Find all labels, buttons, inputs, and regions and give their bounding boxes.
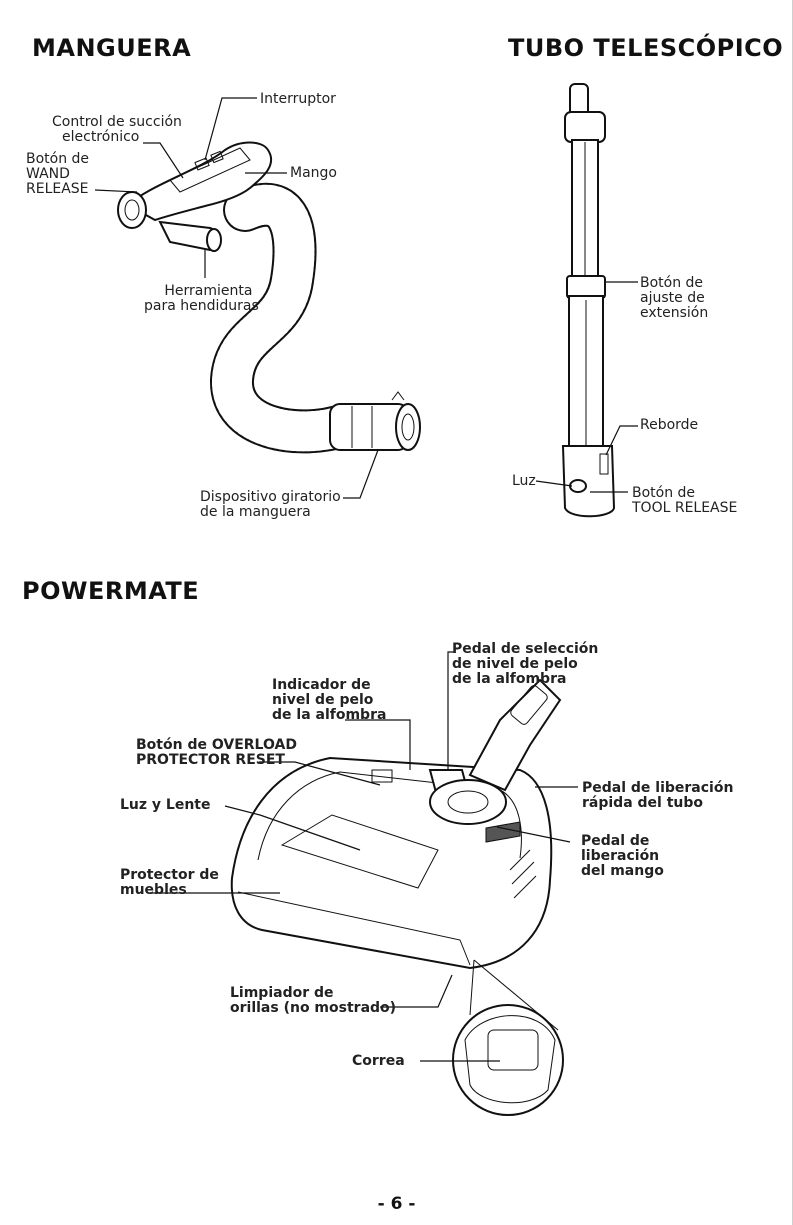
label-pile-indicator: Indicador de nivel de pelo de la alfombr… [272, 678, 386, 723]
label-light-lens: Luz y Lente [120, 798, 210, 813]
belt-detail-icon [453, 960, 563, 1115]
label-overload-reset: Botón de OVERLOAD PROTECTOR RESET [136, 738, 297, 768]
page-number: - 6 - [0, 1194, 793, 1214]
label-handle-release-pedal: Pedal de liberación del mango [581, 834, 664, 879]
powermate-nozzle-icon [232, 680, 560, 968]
label-pile-pedal: Pedal de selección de nivel de pelo de l… [452, 642, 598, 687]
label-edge-cleaner: Limpiador de orillas (no mostrado) [230, 986, 396, 1016]
label-furniture-guard: Protector de muebles [120, 868, 219, 898]
label-wand-release-pedal: Pedal de liberación rápida del tubo [582, 781, 733, 811]
label-belt: Correa [352, 1054, 405, 1069]
